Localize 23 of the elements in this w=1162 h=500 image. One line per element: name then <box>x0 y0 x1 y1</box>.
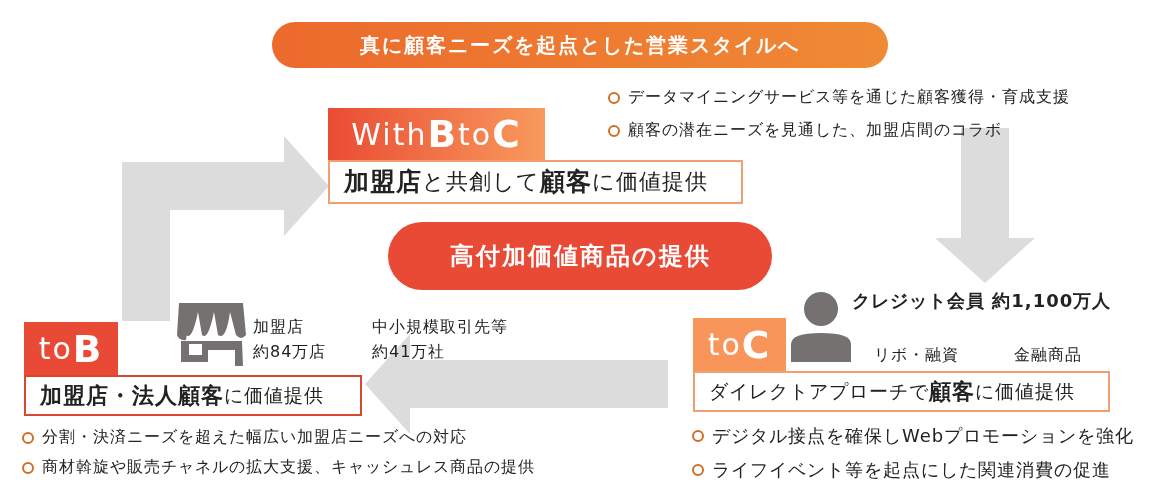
bullet-item: 分割・決済ニーズを超えた幅広い加盟店ニーズへの対応 <box>22 427 467 448</box>
text-box: ダイレクトアプローチで顧客に価値提供 <box>693 371 1110 412</box>
arrow <box>122 136 329 321</box>
label-text: 中小規模取引先等 <box>372 317 508 338</box>
label-text: リボ・融資 <box>874 345 959 366</box>
bullet-item: データマイニングサービス等を通じた顧客獲得・育成支援 <box>608 87 1070 108</box>
title-banner: 真に顧客ニーズを起点とした営業スタイルへ <box>272 22 888 68</box>
highlight-pill: 高付加価値商品の提供 <box>388 222 772 290</box>
text-box: 加盟店と共創して顧客に価値提供 <box>328 160 743 204</box>
header-tab: toC <box>693 318 786 371</box>
text-box: 加盟店・法人顧客に価値提供 <box>24 375 362 416</box>
bullet-item: ライフイベント等を起点にした関連消費の促進 <box>692 458 1111 482</box>
label-text: 約84万店 <box>253 342 327 363</box>
bullet-item: デジタル接点を確保しWebプロモーションを強化 <box>692 424 1135 448</box>
label-text: 加盟店 <box>253 317 304 338</box>
label-text: クレジット会員 約1,100万人 <box>852 289 1112 313</box>
arrow <box>365 334 668 434</box>
bullet-item: 商材斡旋や販売チャネルの拡大支援、キャッシュレス商品の提供 <box>22 457 535 478</box>
bullet-item: 顧客の潜在ニーズを見通した、加盟店間のコラボ <box>608 120 1002 141</box>
arrow <box>935 128 1035 283</box>
label-text: 約41万社 <box>372 342 446 363</box>
header-tab: toB <box>24 322 118 375</box>
label-text: 金融商品 <box>1014 345 1082 366</box>
